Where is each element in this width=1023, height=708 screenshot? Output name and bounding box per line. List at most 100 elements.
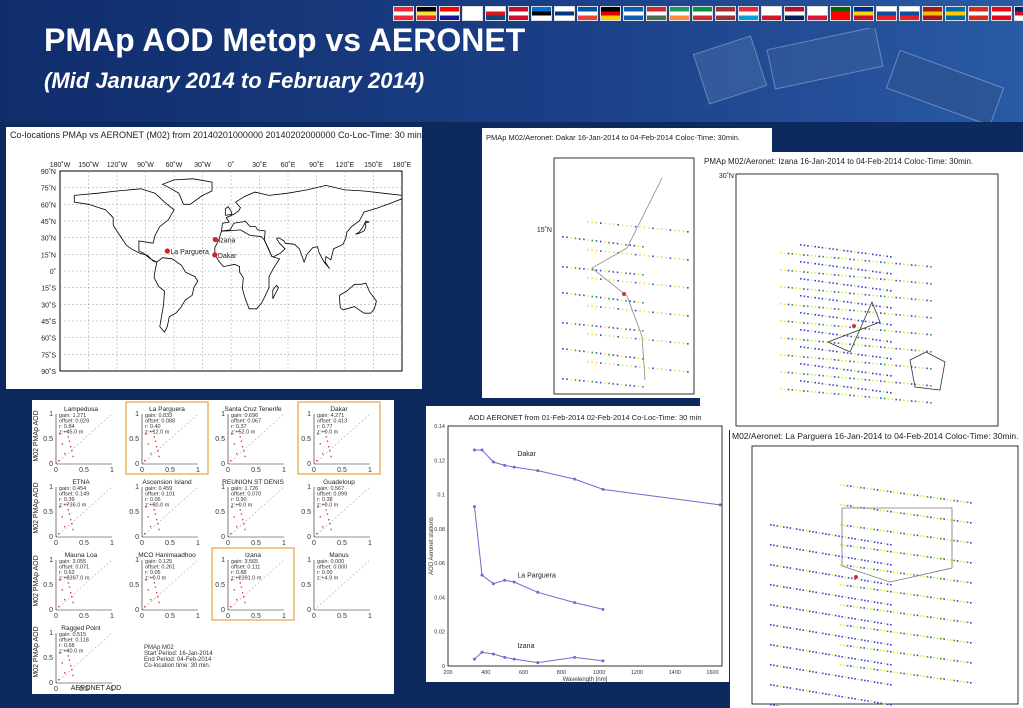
izana-track-dot <box>930 266 932 268</box>
line-series-la-parguera <box>474 506 604 610</box>
parguera-track-dot <box>936 677 939 679</box>
parguera-track-dot <box>846 624 849 627</box>
izana-track-dot <box>803 339 805 341</box>
izana-track-dot <box>841 342 844 345</box>
parguera-track-dot <box>850 565 852 567</box>
dakar-track-dot <box>669 369 672 371</box>
parguera-track-dot <box>920 495 922 497</box>
parguera-track-dot <box>886 490 889 493</box>
dakar-track-dot <box>625 355 627 358</box>
parguera-track-dot <box>970 582 972 584</box>
parguera-track-dot <box>825 593 827 595</box>
dakar-track-dot <box>591 380 594 383</box>
dakar-track-dot <box>656 340 659 342</box>
parguera-track-dot <box>883 662 886 665</box>
izana-track-dot <box>930 300 932 302</box>
izana-track-dot <box>837 257 840 259</box>
scatter-point <box>154 440 157 442</box>
izana-track-dot <box>845 258 847 260</box>
parguera-track-dot <box>880 562 882 564</box>
parguera-track-dot <box>926 496 929 498</box>
izana-track-dot <box>918 315 921 318</box>
scatter-x-tick: 0.5 <box>251 540 261 547</box>
izana-track-dot <box>837 291 840 293</box>
parguera-track-dot <box>893 531 895 533</box>
parguera-track-dot <box>946 618 949 621</box>
scatter-y-tick: 1 <box>307 484 311 491</box>
parguera-track-dot <box>890 550 892 553</box>
izana-track-dot <box>849 326 851 329</box>
izana-track-dot <box>854 336 856 338</box>
izana-track-dot <box>906 280 909 283</box>
scatter-point <box>71 596 73 598</box>
parguera-track-dot <box>940 617 942 620</box>
parguera-track-dot <box>883 610 885 612</box>
scatter-point <box>61 662 63 664</box>
line-x-tick: 1600 <box>706 670 718 676</box>
dakar-track-dot <box>617 224 619 226</box>
scatter-point <box>58 679 60 681</box>
izana-track-dot <box>883 380 886 383</box>
parguera-track-dot <box>900 492 902 494</box>
scatter-cell-title: Guadeloup <box>323 479 355 486</box>
izana-track-dot <box>879 339 881 342</box>
parguera-track-dot <box>873 608 875 611</box>
izana-track-dot <box>875 339 878 341</box>
izana-track-dot <box>836 248 838 251</box>
izana-track-dot <box>864 310 867 313</box>
parguera-track-dot <box>920 635 922 637</box>
izana-track-dot <box>826 256 828 258</box>
izana-track-dot <box>899 365 901 367</box>
parguera-track-dot <box>802 549 804 551</box>
parguera-track-dot <box>863 587 865 589</box>
parguera-track-dot <box>916 654 919 657</box>
scatter-one-to-one-line <box>55 486 113 538</box>
line-point <box>472 505 476 509</box>
dakar-track-dot <box>604 278 606 281</box>
izana-track-dot <box>783 337 786 339</box>
izana-track-dot <box>843 300 845 303</box>
parguera-track-dot <box>856 486 859 488</box>
scatter-cell-title: ETNA <box>72 479 90 486</box>
dakar-station-marker <box>622 292 626 296</box>
parguera-track-dot <box>866 547 869 550</box>
izana-track-dot <box>864 259 867 262</box>
scatter-stat-text: offset: 0.070 <box>231 492 261 498</box>
izana-track-dot <box>903 263 905 266</box>
izana-track-dot <box>814 279 816 282</box>
parguera-track-dot <box>851 637 853 640</box>
izana-track-dot <box>818 323 821 326</box>
parguera-track-dot <box>890 530 892 533</box>
izana-track-dot <box>833 274 836 276</box>
izana-track-dot <box>926 282 928 285</box>
parguera-track-dot <box>873 621 876 623</box>
parguera-track-dot <box>850 585 852 587</box>
parguera-track-dot <box>840 644 842 646</box>
parguera-track-dot <box>890 490 892 493</box>
parguera-track-dot <box>963 581 965 583</box>
parguera-track-dot <box>864 559 866 562</box>
parguera-track-dot <box>776 605 779 607</box>
line-x-tick: 600 <box>519 670 528 676</box>
izana-track-dot <box>836 316 838 319</box>
parguera-track-dot <box>854 558 856 560</box>
dakar-track-dot <box>639 226 641 228</box>
izana-track-dot <box>864 269 867 272</box>
parguera-track-dot <box>821 552 824 555</box>
scatter-stat-text: z:+0.0 m <box>317 503 339 509</box>
parguera-track-dot <box>843 624 845 627</box>
map-panel-title: Co-locations PMAp vs AERONET (M02) from … <box>10 130 422 140</box>
izana-track-dot <box>906 348 909 351</box>
parguera-track-dot <box>870 548 872 550</box>
parguera-track-dot <box>843 484 845 487</box>
izana-track-dot <box>850 335 852 338</box>
izana-track-dot <box>882 391 885 393</box>
parguera-track-dot <box>950 539 952 541</box>
dakar-track-dot <box>669 313 672 315</box>
parguera-track-dot <box>838 695 840 697</box>
dakar-track-dot <box>620 355 623 357</box>
dakar-track-dot <box>562 292 564 294</box>
parguera-track-dot <box>846 644 849 647</box>
scatter-one-to-one-line <box>313 413 371 465</box>
parguera-track-dot <box>890 670 892 673</box>
